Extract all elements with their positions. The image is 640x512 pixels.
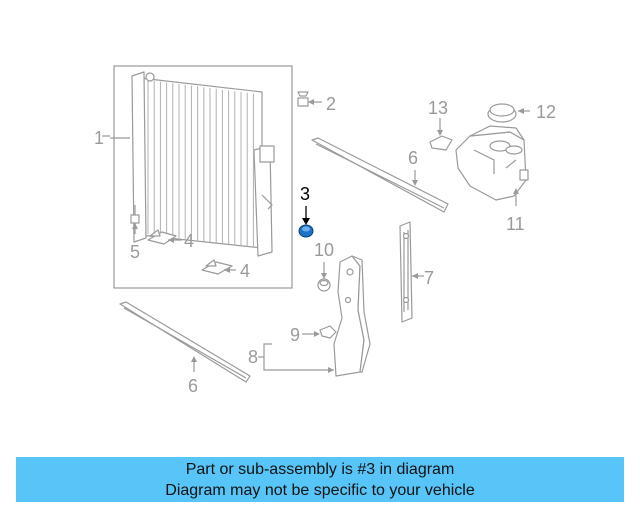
banner-line-1: Part or sub-assembly is #3 in diagram [185, 461, 455, 478]
nut-part-3 [298, 206, 314, 238]
bracket-part-7 [399, 221, 424, 323]
callout-11: 11 [506, 214, 525, 234]
callout-6-lower: 6 [188, 376, 198, 396]
banner-line-2: Diagram may not be specific to your vehi… [165, 482, 475, 499]
seal-part-6-lower [119, 301, 251, 383]
bolt-part-5 [130, 205, 140, 234]
callout-4-lower: 4 [240, 261, 250, 281]
radiator [131, 71, 275, 257]
cap-part-12 [487, 103, 530, 123]
callout-7: 7 [424, 268, 434, 288]
bracket-part-4-lower [201, 259, 236, 275]
callout-5: 5 [130, 242, 140, 262]
callout-3: 3 [300, 184, 310, 204]
clip-part-9 [302, 325, 337, 339]
parts-diagram: 1 2 3 4 4 5 6 6 7 8 9 10 11 12 13 [94, 65, 556, 396]
clip-part-2 [297, 91, 322, 107]
info-banner: Part or sub-assembly is #3 in diagram Di… [16, 457, 624, 502]
callout-12: 12 [536, 102, 556, 122]
callout-1: 1 [94, 128, 104, 148]
callout-2: 2 [326, 94, 336, 114]
callout-6-upper: 6 [408, 148, 418, 168]
duct-part-8 [258, 255, 371, 377]
radiator-frame [113, 65, 293, 289]
bracket-part-4-upper [147, 229, 182, 245]
callout-10: 10 [314, 240, 334, 260]
tank-part-11 [455, 125, 529, 206]
callout-13: 13 [428, 98, 448, 118]
clip-part-13 [429, 118, 453, 151]
seal-part-6-upper [311, 137, 449, 213]
callout-9: 9 [290, 325, 300, 345]
callout-4-upper: 4 [184, 231, 194, 251]
grommet-part-10 [317, 262, 331, 292]
callout-8: 8 [248, 347, 258, 367]
